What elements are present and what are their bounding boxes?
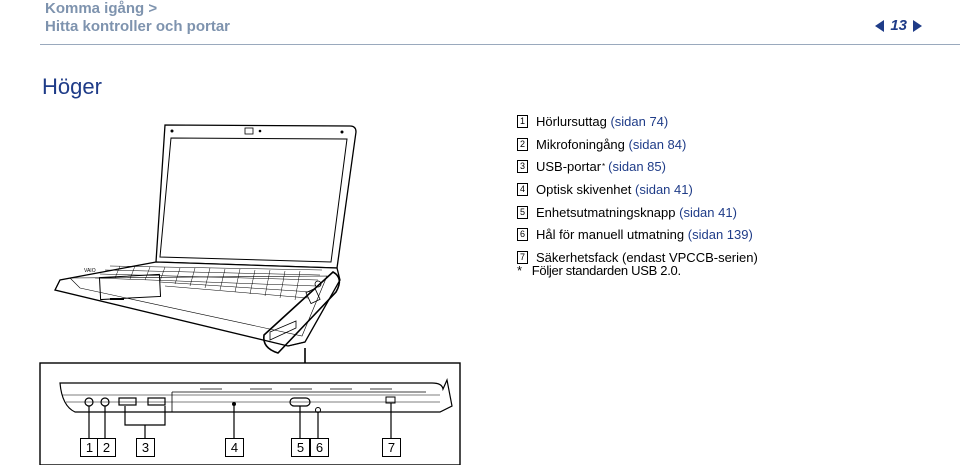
laptop-lid [155,124,357,269]
detail-panel [39,362,461,465]
legend-item: 6 Hål för manuell utmatning (sidan 139) [517,223,758,246]
legend-label: Enhetsutmatningsknapp [536,204,676,220]
side-view [59,378,453,413]
callout-number: 7 [382,438,401,457]
page-title: Höger [42,74,102,99]
page-reference-link[interactable]: (sidan 85) [608,159,666,175]
breadcrumb-current: Hitta kontroller och portar [45,18,231,35]
page-navigation: 13 [875,17,922,34]
callout-number: 4 [225,438,244,457]
header-divider [40,44,960,45]
page-reference-link[interactable]: (sidan 84) [628,136,687,152]
legend-item: 7 Säkerhetsfack (endast VPCCB-serien) [517,246,758,269]
breadcrumb-parent[interactable]: Komma igång > [45,0,158,17]
touchpad [98,273,162,301]
legend-number: 4 [517,182,528,196]
legend-label: Optisk skivenhet [536,181,632,197]
manual-eject-hole-icon [315,407,321,413]
legend-item: 3 USB-portar*(sidan 85) [517,155,758,178]
legend-label: Mikrofoningång [536,136,625,152]
legend-number: 5 [517,205,528,219]
next-page-icon[interactable] [913,19,922,32]
optical-drive-led [232,402,236,406]
usb-port-icon [147,397,166,406]
callout-leaders [88,403,392,438]
touchpad-button [110,298,124,300]
laptop-base: VAIO [54,261,341,347]
footnote-marker: * [517,263,522,278]
footnote-marker: * [602,162,606,172]
legend-number: 7 [517,250,528,264]
previous-page-icon[interactable] [875,19,885,32]
callout-number: 6 [310,438,329,457]
legend-number: 3 [517,160,528,174]
page-reference-link[interactable]: (sidan 74) [610,113,669,129]
vaio-logo: VAIO [84,268,96,274]
callout-number: 1 [80,438,99,457]
keyboard [94,265,323,301]
footnote: * Följer standarden USB 2.0. [517,263,681,278]
legend-item: 4 Optisk skivenhet (sidan 41) [517,178,758,201]
callout-number: 3 [136,438,155,457]
footnote-text: Följer standarden USB 2.0. [531,263,681,278]
legend-item: 2 Mikrofoningång (sidan 84) [517,133,758,156]
legend-label: Hörlursuttag [536,113,607,129]
page-reference-link[interactable]: (sidan 139) [687,227,753,243]
port-legend: 1 Hörlursuttag (sidan 74) 2 Mikrofoningång… [517,110,758,269]
usb-port-icon [118,397,137,406]
legend-item: 1 Hörlursuttag (sidan 74) [517,110,758,133]
legend-label: USB-portar [536,159,602,175]
side-ports [269,280,322,341]
legend-number: 6 [517,228,528,242]
legend-label: Hål för manuell utmatning [536,227,685,243]
webcam-icon [244,127,254,135]
legend-number: 2 [517,137,528,151]
callout-number: 2 [97,438,116,457]
page-reference-link[interactable]: (sidan 41) [679,204,737,220]
page-reference-link[interactable]: (sidan 41) [635,181,693,197]
legend-number: 1 [517,114,528,128]
legend-label: Säkerhetsfack (endast VPCCB-serien) [536,249,758,265]
highlight-outline [262,271,341,354]
page-number: 13 [890,17,907,34]
legend-item: 5 Enhetsutmatningsknapp (sidan 41) [517,201,758,224]
callout-number: 5 [291,438,310,457]
